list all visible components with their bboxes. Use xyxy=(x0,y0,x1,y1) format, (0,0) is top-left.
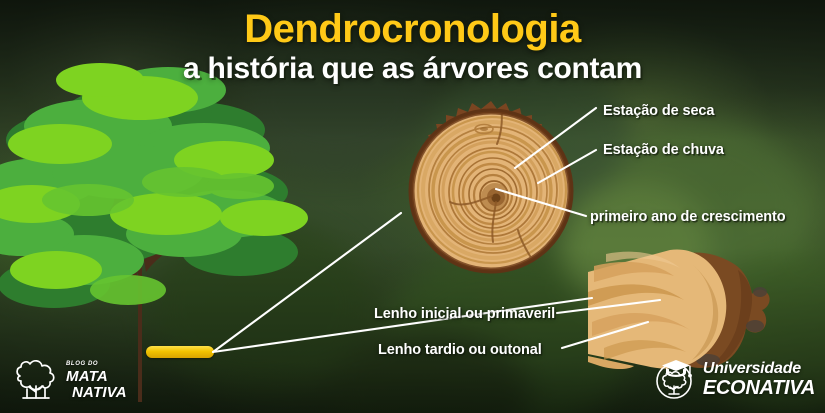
graduation-cap xyxy=(661,360,692,378)
trunk-sample-band xyxy=(146,346,214,358)
tree-foliage-flecks xyxy=(42,167,274,305)
annotation-label-lenho-tardio: Lenho tardio ou outonal xyxy=(378,342,542,358)
logo-right-wordmark: Universidade ECONATIVA xyxy=(702,359,815,399)
logo-right-line1: Universidade xyxy=(702,359,801,377)
annotation-label-lenho-inicial: Lenho inicial ou primaveril xyxy=(374,306,556,322)
logo-left-wordmark: BLOG DO MATA NATIVA xyxy=(66,359,127,400)
logo-right-line2: ECONATIVA xyxy=(702,376,815,399)
graduation-tree-icon xyxy=(652,357,696,401)
logo-left-line1: MATA xyxy=(66,367,108,385)
logo-blog-mata-nativa[interactable]: BLOG DO MATA NATIVA xyxy=(14,353,134,405)
logo-left-line2: NATIVA xyxy=(72,383,127,401)
annotation-label-estacao-seca: Estação de seca xyxy=(603,103,715,119)
logo-left-kicker: BLOG DO xyxy=(66,360,99,367)
tree-ring-cross-section xyxy=(396,96,586,286)
annotation-label-primeiro-ano: primeiro ano de crescimento xyxy=(590,209,786,225)
tree-illustration xyxy=(0,22,318,402)
logo-universidade-econativa[interactable]: Universidade ECONATIVA xyxy=(652,355,815,403)
wood-plank xyxy=(588,248,823,370)
tree-outline-icon xyxy=(14,356,60,402)
annotation-label-estacao-chuva: Estação de chuva xyxy=(603,142,724,158)
